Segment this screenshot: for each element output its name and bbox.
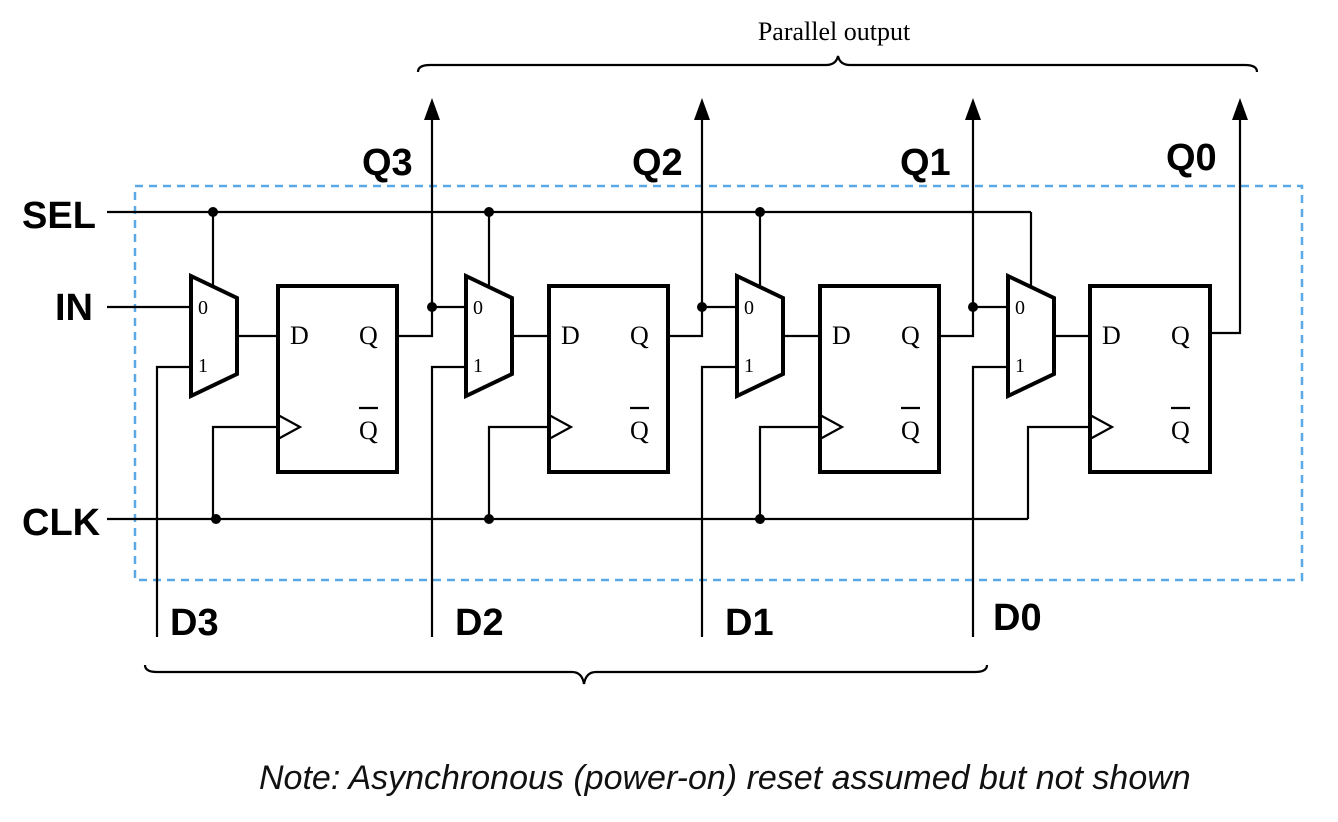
q3-wire bbox=[397, 110, 434, 338]
flipflop-0 bbox=[1088, 284, 1212, 474]
d2-wire bbox=[430, 365, 466, 637]
ff-q-label: Q bbox=[630, 321, 649, 350]
junction-dot bbox=[208, 207, 218, 217]
d1-wire bbox=[700, 365, 737, 637]
d1-label: D1 bbox=[725, 602, 774, 644]
junction-dot bbox=[484, 514, 494, 524]
ff-d-label: D bbox=[561, 321, 580, 350]
q2-arrow bbox=[694, 98, 710, 120]
in-label: IN bbox=[55, 287, 93, 329]
module-boundary-box bbox=[133, 184, 1304, 582]
q0-label: Q0 bbox=[1166, 137, 1217, 179]
mux-1 bbox=[735, 272, 785, 400]
clk-tap bbox=[211, 425, 278, 519]
junction-dot bbox=[484, 207, 494, 217]
q0-arrow bbox=[1232, 98, 1248, 120]
clock-edge-icon bbox=[1089, 414, 1115, 440]
d3-label: D3 bbox=[170, 602, 219, 644]
q0-wire bbox=[1210, 110, 1242, 335]
stage-2: 0 1 D Q Q Q2 D2 bbox=[427, 98, 710, 644]
stage-0: 0 1 D Q Q Q0 D0 bbox=[968, 98, 1248, 639]
clock-edge-icon bbox=[819, 414, 845, 440]
flipflop-1 bbox=[818, 284, 941, 474]
clock-edge-icon bbox=[548, 414, 574, 440]
ff-qbar-label: Q bbox=[1171, 416, 1190, 445]
mux-in1-label: 1 bbox=[198, 355, 208, 377]
sel-label: SEL bbox=[22, 195, 96, 237]
reset-note: Note: Asynchronous (power-on) reset assu… bbox=[259, 759, 1191, 797]
mux-in0-label: 0 bbox=[473, 297, 483, 319]
flipflop-2 bbox=[547, 284, 670, 474]
stage-3: 0 1 D Q Q Q3 D3 bbox=[155, 98, 440, 644]
ff-qbar-label: Q bbox=[359, 416, 378, 445]
junction-dot bbox=[427, 302, 437, 312]
ff-q-label: Q bbox=[1171, 321, 1190, 350]
d0-wire bbox=[971, 365, 1008, 637]
clk-tap bbox=[1026, 425, 1090, 519]
mux-in1-label: 1 bbox=[1015, 355, 1025, 377]
clk-tap bbox=[758, 425, 820, 519]
d2-label: D2 bbox=[455, 602, 504, 644]
parallel-input-brace bbox=[143, 664, 989, 685]
mux-in1-label: 1 bbox=[473, 355, 483, 377]
q3-label: Q3 bbox=[362, 142, 413, 184]
ff-q-label: Q bbox=[901, 321, 920, 350]
ff-q-label: Q bbox=[359, 321, 378, 350]
junction-dot bbox=[755, 207, 765, 217]
mux-0 bbox=[1006, 272, 1056, 400]
clk-tap bbox=[487, 425, 549, 519]
junction-dot bbox=[697, 302, 707, 312]
flipflop-3 bbox=[276, 284, 399, 474]
stage-1: 0 1 D Q Q Q1 D1 bbox=[697, 98, 981, 644]
ff-d-label: D bbox=[832, 321, 851, 350]
clock-edge-icon bbox=[277, 414, 303, 440]
d0-label: D0 bbox=[993, 597, 1042, 639]
ff-qbar-label: Q bbox=[630, 416, 649, 445]
junction-dot bbox=[968, 302, 978, 312]
junction-dot bbox=[211, 514, 221, 524]
mux-in0-label: 0 bbox=[198, 297, 208, 319]
parallel-output-label: Parallel output bbox=[758, 17, 911, 46]
ff-d-label: D bbox=[290, 321, 309, 350]
clk-label: CLK bbox=[22, 502, 101, 544]
d3-wire bbox=[155, 365, 191, 637]
q1-arrow bbox=[965, 98, 981, 120]
q2-label: Q2 bbox=[632, 142, 683, 184]
junction-dot bbox=[755, 514, 765, 524]
q3-arrow bbox=[424, 98, 440, 120]
q1-label: Q1 bbox=[900, 142, 951, 184]
q1-wire bbox=[939, 110, 975, 338]
parallel-output-brace bbox=[416, 55, 1259, 73]
mux-in0-label: 0 bbox=[744, 297, 754, 319]
mux-3 bbox=[189, 272, 239, 400]
mux-in0-label: 0 bbox=[1015, 297, 1025, 319]
mux-in1-label: 1 bbox=[744, 355, 754, 377]
ff-qbar-label: Q bbox=[901, 416, 920, 445]
mux-2 bbox=[464, 272, 514, 400]
q2-wire bbox=[668, 110, 704, 338]
ff-d-label: D bbox=[1102, 321, 1121, 350]
